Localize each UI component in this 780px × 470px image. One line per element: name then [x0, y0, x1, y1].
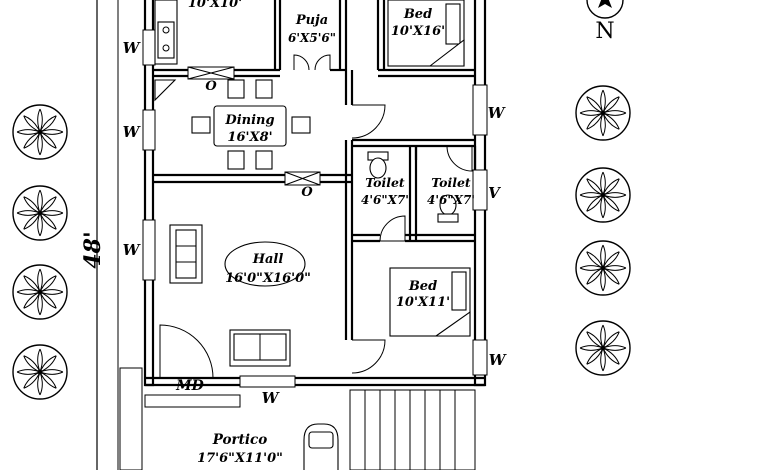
bed-bottom — [389, 267, 471, 337]
bed-top-name-label: Bed — [403, 7, 432, 22]
window-marker-dining: W — [123, 123, 142, 141]
dimension-line — [96, 0, 119, 470]
tree-icon — [12, 264, 68, 320]
main-door-marker: MD — [175, 378, 204, 394]
window-marker-hall: W — [123, 241, 142, 259]
dining-size-label: 16'X8' — [227, 130, 272, 145]
dining-name-label: Dining — [224, 113, 274, 128]
interior-walls — [153, 0, 477, 340]
car-icon — [303, 423, 339, 470]
tree-icon — [12, 185, 68, 241]
bed-top — [387, 0, 465, 67]
puja-name-label: Puja — [295, 13, 328, 28]
ventilator-marker-right: V — [488, 184, 501, 202]
hall-sofa — [169, 224, 306, 367]
toilet-1-name-label: Toilet — [365, 175, 405, 190]
tree-icon — [575, 240, 631, 296]
tree-icon — [12, 104, 68, 160]
bed-bottom-name-label: Bed — [408, 279, 437, 294]
bed-bottom-size-label: 10'X11' — [396, 295, 450, 310]
toilet-fixtures — [367, 151, 459, 223]
portico-size-label: 17'6"X11'0" — [197, 451, 283, 466]
portico-name-label: Portico — [212, 432, 268, 448]
compass-north-label: N — [595, 19, 614, 44]
opening-marker-dining: O — [205, 79, 217, 94]
toilet-1-size-label: 4'6"X7' — [361, 193, 409, 207]
dining-table — [191, 79, 311, 170]
tree-icon — [575, 167, 631, 223]
compass-icon — [586, 0, 624, 19]
puja-size-label: 6'X5'6" — [288, 31, 336, 45]
hall-size-label: 16'0"X16'0" — [225, 271, 311, 286]
kitchen-counter — [154, 0, 178, 102]
bed-top-size-label: 10'X16' — [391, 24, 445, 39]
tree-icon — [12, 344, 68, 400]
toilet-2-name-label: Toilet — [431, 175, 471, 190]
window-marker-front: W — [262, 389, 281, 407]
tree-icon — [575, 85, 631, 141]
portico-steps — [119, 367, 476, 470]
trees-right — [575, 85, 631, 376]
tree-icon — [575, 320, 631, 376]
dimension-label: 48' — [80, 231, 106, 268]
window-marker-right-top: W — [488, 104, 507, 122]
toilet-2-size-label: 4'6"X7' — [427, 193, 475, 207]
trees-left — [12, 104, 68, 400]
kitchen-size-label: 10'X10' — [188, 0, 242, 11]
opening-marker-hall: O — [301, 185, 313, 200]
window-marker-right-bottom: W — [489, 351, 508, 369]
window-marker-kitchen: W — [123, 39, 142, 57]
windows — [142, 29, 488, 388]
door-swings — [159, 54, 473, 379]
hall-name-label: Hall — [252, 252, 284, 267]
